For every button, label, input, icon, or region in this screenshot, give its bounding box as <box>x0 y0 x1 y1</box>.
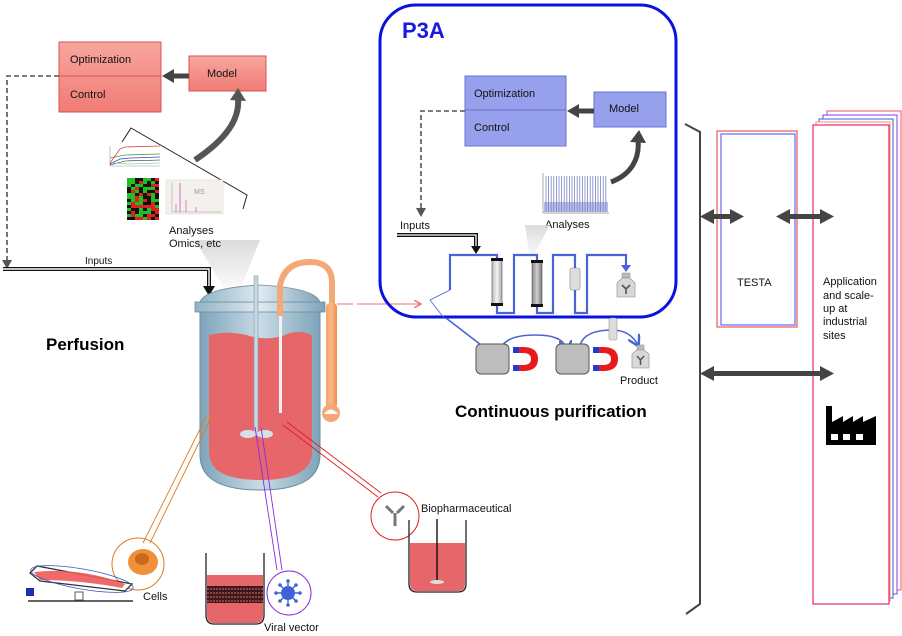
perfusion-tube <box>277 258 336 316</box>
cells-callout: Cells <box>26 414 213 603</box>
stirrer-shaft <box>253 275 259 437</box>
perfusion-optimization-label: Optimization <box>70 54 131 66</box>
p3a-product-bottle-icon <box>616 272 636 298</box>
perfusion-model-box[interactable] <box>188 55 267 92</box>
application-scale-up-stack[interactable] <box>812 124 890 605</box>
factory-icon <box>826 406 876 445</box>
biopharmaceutical-label: Biopharmaceutical <box>421 503 512 515</box>
perfusion-control-loop: Optimization Control Model <box>2 41 267 354</box>
bioreactor[interactable] <box>194 258 420 491</box>
impeller <box>257 430 273 438</box>
arrowhead-icon <box>471 246 481 254</box>
perfusion-model-label: Model <box>207 68 237 80</box>
p3a-feedback-dashed-line <box>420 110 465 210</box>
biopharmaceutical-vessel <box>408 520 467 593</box>
product-bottle-icon <box>631 344 650 369</box>
double-arrow <box>776 209 834 224</box>
arrowhead-icon <box>230 88 246 101</box>
perfusion-inputs-line <box>3 268 210 288</box>
p3a-model-box[interactable] <box>593 91 667 128</box>
virus-icon <box>274 579 302 607</box>
magnet-icon <box>513 347 538 371</box>
p3a-optimization-control-box[interactable] <box>464 75 567 147</box>
application-label: Application and scale- up at industrial … <box>823 276 880 342</box>
arrowhead-icon <box>416 208 426 217</box>
double-arrow <box>700 209 744 224</box>
feedback-dashed-line <box>6 75 59 262</box>
p3a-inputs-label: Inputs <box>400 220 430 232</box>
chromatography-column-2[interactable] <box>531 260 543 307</box>
biopharmaceutical-callout: Biopharmaceutical <box>282 421 512 593</box>
p3a-model-label: Model <box>609 103 639 115</box>
cell-icon <box>135 553 149 565</box>
chromatography-column-1[interactable] <box>491 258 503 306</box>
perfusion-control-label: Control <box>70 89 105 101</box>
mixer-unit-1[interactable] <box>475 343 510 375</box>
viral-vector-vessel <box>205 553 265 625</box>
p3a-control-label: Control <box>474 122 509 134</box>
purification-matrix <box>207 588 263 602</box>
antibody-icon <box>384 504 406 526</box>
culture-medium <box>209 332 312 480</box>
arrowhead-icon <box>630 130 646 143</box>
arrowhead-icon <box>567 104 579 118</box>
probe <box>279 316 282 413</box>
p3a-module: P3A Optimization Control Model Analyses … <box>378 3 678 319</box>
perfusion-inputs-label: Inputs <box>85 256 112 267</box>
perfusion-filter <box>326 303 337 408</box>
continuous-purification: Product Continuous purification <box>445 317 658 421</box>
arrowhead-icon <box>2 260 12 269</box>
arrowhead-icon <box>162 69 174 83</box>
inline-filter[interactable] <box>569 267 581 291</box>
perfusion-optimization-control-box[interactable] <box>58 41 162 113</box>
omics-heatmap-thumbnail <box>127 178 159 220</box>
testa-label: TESTA <box>737 277 772 289</box>
ms-label: MS <box>194 189 205 196</box>
omics-label: Omics, etc <box>169 238 221 250</box>
mixer-unit-2[interactable] <box>555 343 590 375</box>
p3a-optimization-label: Optimization <box>474 88 535 100</box>
p3a-frame <box>378 3 678 319</box>
p3a-analyses-spotlight <box>525 225 550 258</box>
magnet-icon <box>593 347 618 371</box>
viral-vector-callout: Viral vector <box>205 426 319 634</box>
bioreactor-lid <box>199 284 321 303</box>
right-bracket <box>684 123 701 615</box>
double-arrow <box>700 366 834 381</box>
timecourse-chart-thumbnail <box>109 145 161 167</box>
analyses-spotlight <box>195 240 260 290</box>
p3a-title: P3A <box>402 18 445 43</box>
ms-spectrum-thumbnail: MS <box>165 179 224 215</box>
scale-up-panel: TESTA Application and scale- up at indus… <box>684 110 902 615</box>
viral-vector-label: Viral vector <box>264 622 319 634</box>
p3a-analyses-label: Analyses <box>545 219 590 231</box>
product-label: Product <box>620 375 658 387</box>
cells-label: Cells <box>143 591 168 603</box>
continuous-purification-title: Continuous purification <box>455 402 647 421</box>
p3a-analyses-to-model-arrow <box>610 139 641 185</box>
rocking-bag-bioreactor <box>26 565 134 602</box>
analyses-bracket <box>121 127 248 210</box>
arrowhead-icon <box>203 286 215 296</box>
testa-box[interactable] <box>716 130 798 328</box>
perfusion-title: Perfusion <box>46 335 124 354</box>
analyses-label: Analyses <box>169 225 214 237</box>
chromatogram-thumbnail <box>542 173 609 214</box>
analyses-to-model-arrow <box>193 97 242 163</box>
p3a-inputs-line <box>397 234 477 247</box>
